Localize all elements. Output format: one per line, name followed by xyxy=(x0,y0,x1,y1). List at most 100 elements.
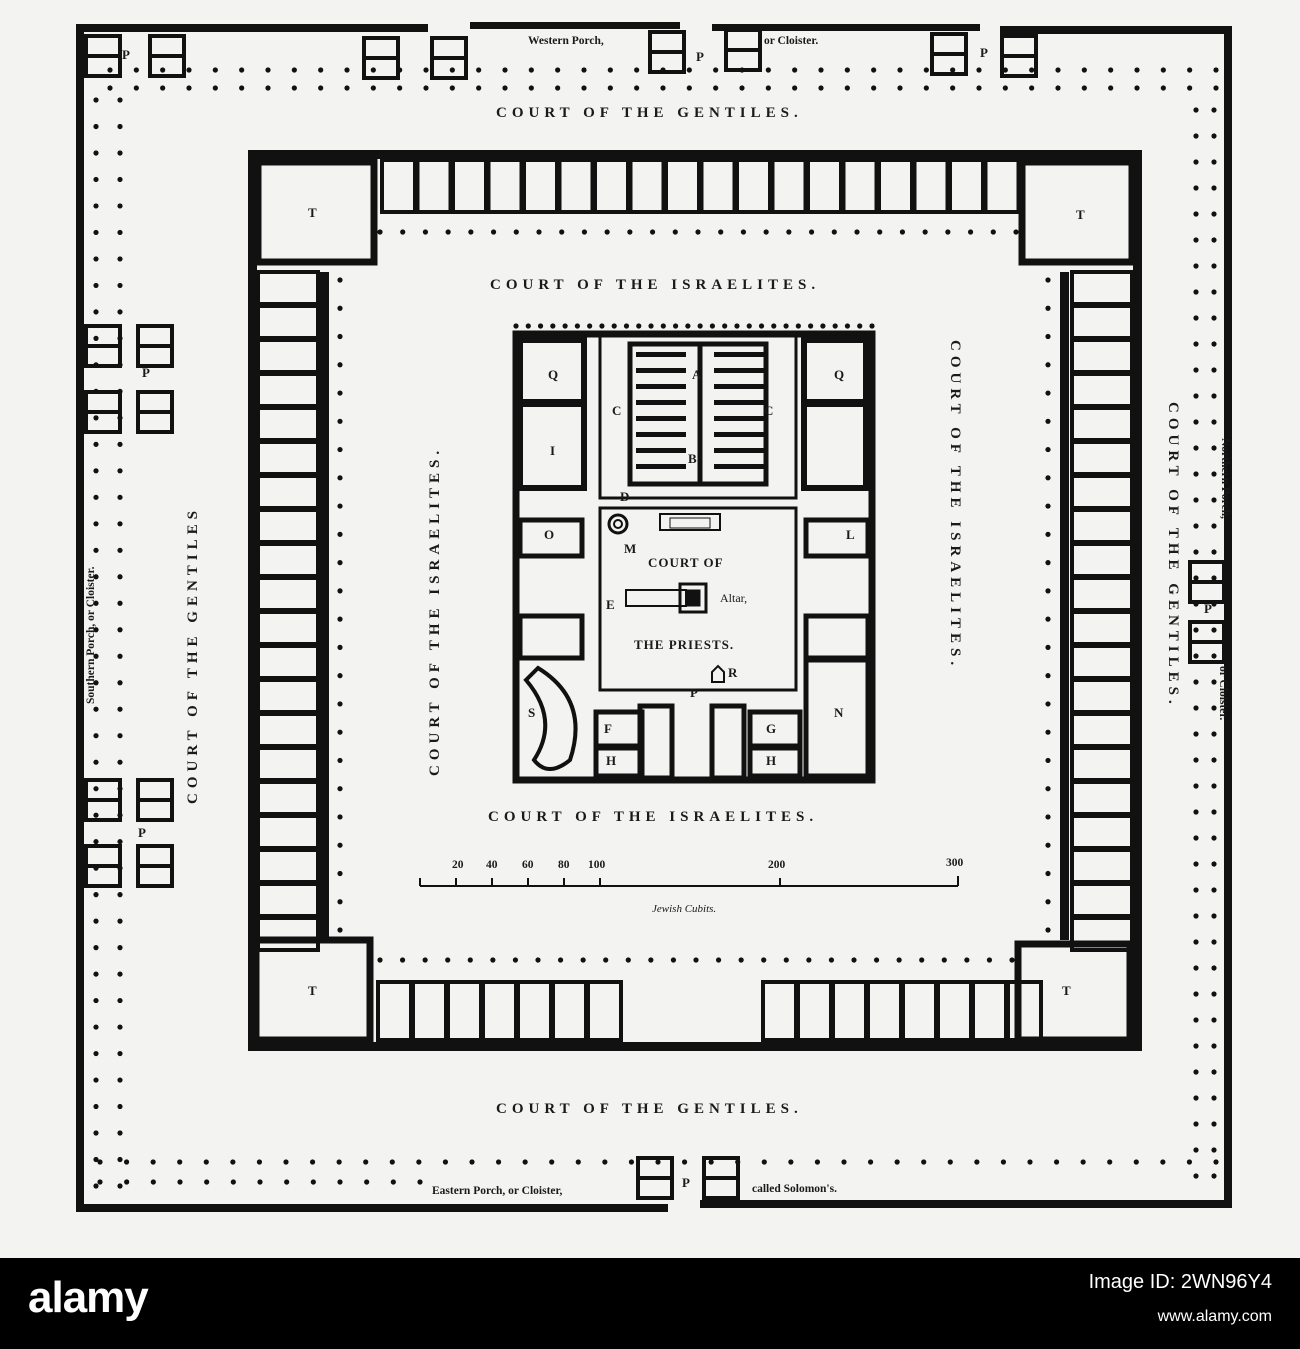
column-dot xyxy=(1081,85,1087,91)
column-dot xyxy=(117,494,123,500)
chamber-cell xyxy=(256,440,320,476)
column-dot xyxy=(265,67,271,73)
chamber-cell xyxy=(628,158,666,214)
column-dot xyxy=(818,85,824,91)
column-dot xyxy=(1045,616,1051,622)
stair-bar xyxy=(636,416,686,421)
column-dot xyxy=(337,531,343,537)
chamber-cell xyxy=(983,158,1021,214)
column-dot xyxy=(1045,701,1051,707)
chamber-cell xyxy=(1070,542,1134,578)
column-dot xyxy=(945,229,951,235)
column-dot xyxy=(150,1159,156,1165)
column-dot xyxy=(921,1159,927,1165)
chamber-cell xyxy=(831,980,868,1042)
room-letter-q-left: Q xyxy=(548,367,559,382)
column-dot xyxy=(919,957,925,963)
column-dot xyxy=(623,323,630,329)
column-dot xyxy=(1013,229,1019,235)
right-chamber-column xyxy=(1070,270,1134,952)
column-dot xyxy=(550,323,556,329)
column-dot xyxy=(337,446,343,453)
chamber-cell xyxy=(1070,440,1134,476)
chamber-cell xyxy=(770,158,808,214)
left-chamber-column xyxy=(256,270,320,952)
column-dot xyxy=(990,229,996,235)
column-dot xyxy=(117,1103,123,1110)
column-dot xyxy=(117,150,123,156)
column-dot xyxy=(1045,503,1051,509)
column-dot xyxy=(422,229,429,235)
the-priests-label: THE PRIESTS. xyxy=(634,637,735,652)
column-dot xyxy=(788,1159,794,1165)
column-dot xyxy=(634,67,640,73)
column-dot xyxy=(291,67,297,73)
column-dot xyxy=(740,229,747,235)
column-dot xyxy=(117,997,123,1004)
column-dot xyxy=(549,1159,555,1165)
column-dot xyxy=(535,957,541,963)
column-dot xyxy=(93,123,99,130)
column-dot xyxy=(686,67,692,73)
gate-letter-p: P xyxy=(1204,601,1212,616)
column-dot xyxy=(93,706,99,712)
column-dot xyxy=(765,85,771,91)
column-dot xyxy=(93,971,99,977)
court-gentiles-right-label: COURT OF THE GENTILES. xyxy=(1165,402,1181,709)
column-dot xyxy=(1211,627,1217,633)
column-dot xyxy=(1211,965,1217,971)
chamber-cell xyxy=(593,158,630,214)
column-dot xyxy=(1045,927,1051,933)
gate-letter-p: P xyxy=(138,825,146,840)
column-dot xyxy=(337,927,343,933)
column-dot xyxy=(512,957,519,963)
column-dot xyxy=(1193,913,1199,919)
column-dot xyxy=(1193,835,1199,841)
chamber-cell xyxy=(1070,882,1134,918)
column-dot xyxy=(318,67,324,73)
column-dot xyxy=(871,67,877,73)
column-dot xyxy=(476,85,482,91)
room-letter-p: P xyxy=(690,685,698,700)
column-dot xyxy=(722,323,728,329)
bottom-chamber-row xyxy=(376,980,1043,1042)
column-dot xyxy=(625,957,631,963)
column-dot xyxy=(117,229,123,236)
stair-bar xyxy=(636,432,686,437)
column-dot xyxy=(239,85,245,91)
column-dot xyxy=(575,1159,581,1165)
column-dot xyxy=(857,323,863,329)
column-dot xyxy=(1193,107,1199,113)
column-dot xyxy=(117,203,123,209)
column-dot xyxy=(93,547,99,553)
column-dot xyxy=(899,229,906,235)
scale-bar xyxy=(419,876,959,887)
column-dot xyxy=(844,85,850,91)
column-dot xyxy=(611,323,617,329)
column-dot xyxy=(117,733,123,739)
gate-letter-p: P xyxy=(980,45,988,60)
room-letter-t-se: T xyxy=(1062,983,1071,998)
column-dot xyxy=(672,323,679,329)
column-dot xyxy=(337,1179,343,1185)
column-dot xyxy=(867,1159,874,1165)
column-dot xyxy=(1193,341,1199,347)
chamber-cell xyxy=(256,882,320,918)
column-dot xyxy=(467,957,473,963)
column-dot xyxy=(1193,861,1199,867)
scale-tick: 40 xyxy=(486,859,498,871)
column-dot xyxy=(976,85,982,91)
column-dot xyxy=(1193,1121,1199,1127)
column-dot xyxy=(1211,1095,1217,1101)
column-dot xyxy=(1193,211,1199,217)
column-dot xyxy=(107,85,113,91)
column-dot xyxy=(536,229,542,235)
chamber-cell xyxy=(256,270,320,306)
column-dot xyxy=(1211,809,1217,815)
column-dot xyxy=(1211,887,1217,893)
column-dot xyxy=(1193,419,1199,425)
chamber-cell xyxy=(376,980,413,1042)
column-dot xyxy=(686,85,692,91)
column-dot xyxy=(177,1159,183,1165)
column-dot xyxy=(1211,289,1217,295)
